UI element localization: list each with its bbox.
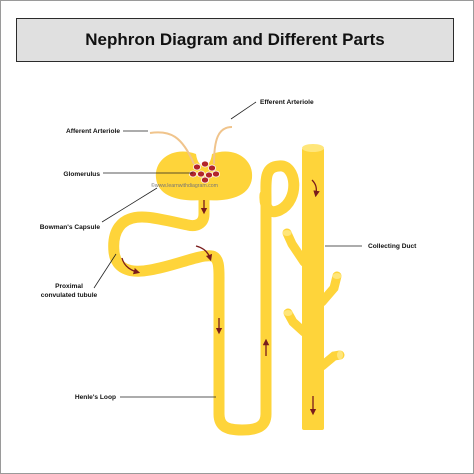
efferent-arteriole [213,126,233,165]
label-afferent-arteriole: Afferent Arteriole [66,128,120,135]
flow-arrows [121,179,320,416]
page-title: Nephron Diagram and Different Parts [85,30,385,49]
arrow-pct-loop [121,257,141,275]
label-glomerulus: Glomerulus [63,171,100,178]
pointer-proximal [93,253,117,289]
glomerulus-cluster [188,160,220,184]
arrow-pct-upper [195,245,213,262]
label-henles-loop: Henle's Loop [75,394,116,401]
arrow-dct [311,179,320,198]
label-proximal-line1: Proximal [55,283,83,290]
label-proximal-line2: convulated tubule [41,292,98,299]
watermark: ©www.learnwithdiagram.com [151,182,218,189]
label-bowmans-capsule: Bowman's Capsule [40,224,101,231]
nephron-tubule [108,160,300,436]
pointer-efferent [230,101,257,120]
pointer-bowmans [101,187,158,223]
afferent-arteriole [149,131,195,165]
label-pointers [93,101,362,398]
label-efferent-arteriole: Efferent Arteriole [260,99,314,106]
collecting-duct [282,144,345,430]
label-collecting-duct: Collecting Duct [368,243,417,250]
title-box: Nephron Diagram and Different Parts [16,18,454,62]
